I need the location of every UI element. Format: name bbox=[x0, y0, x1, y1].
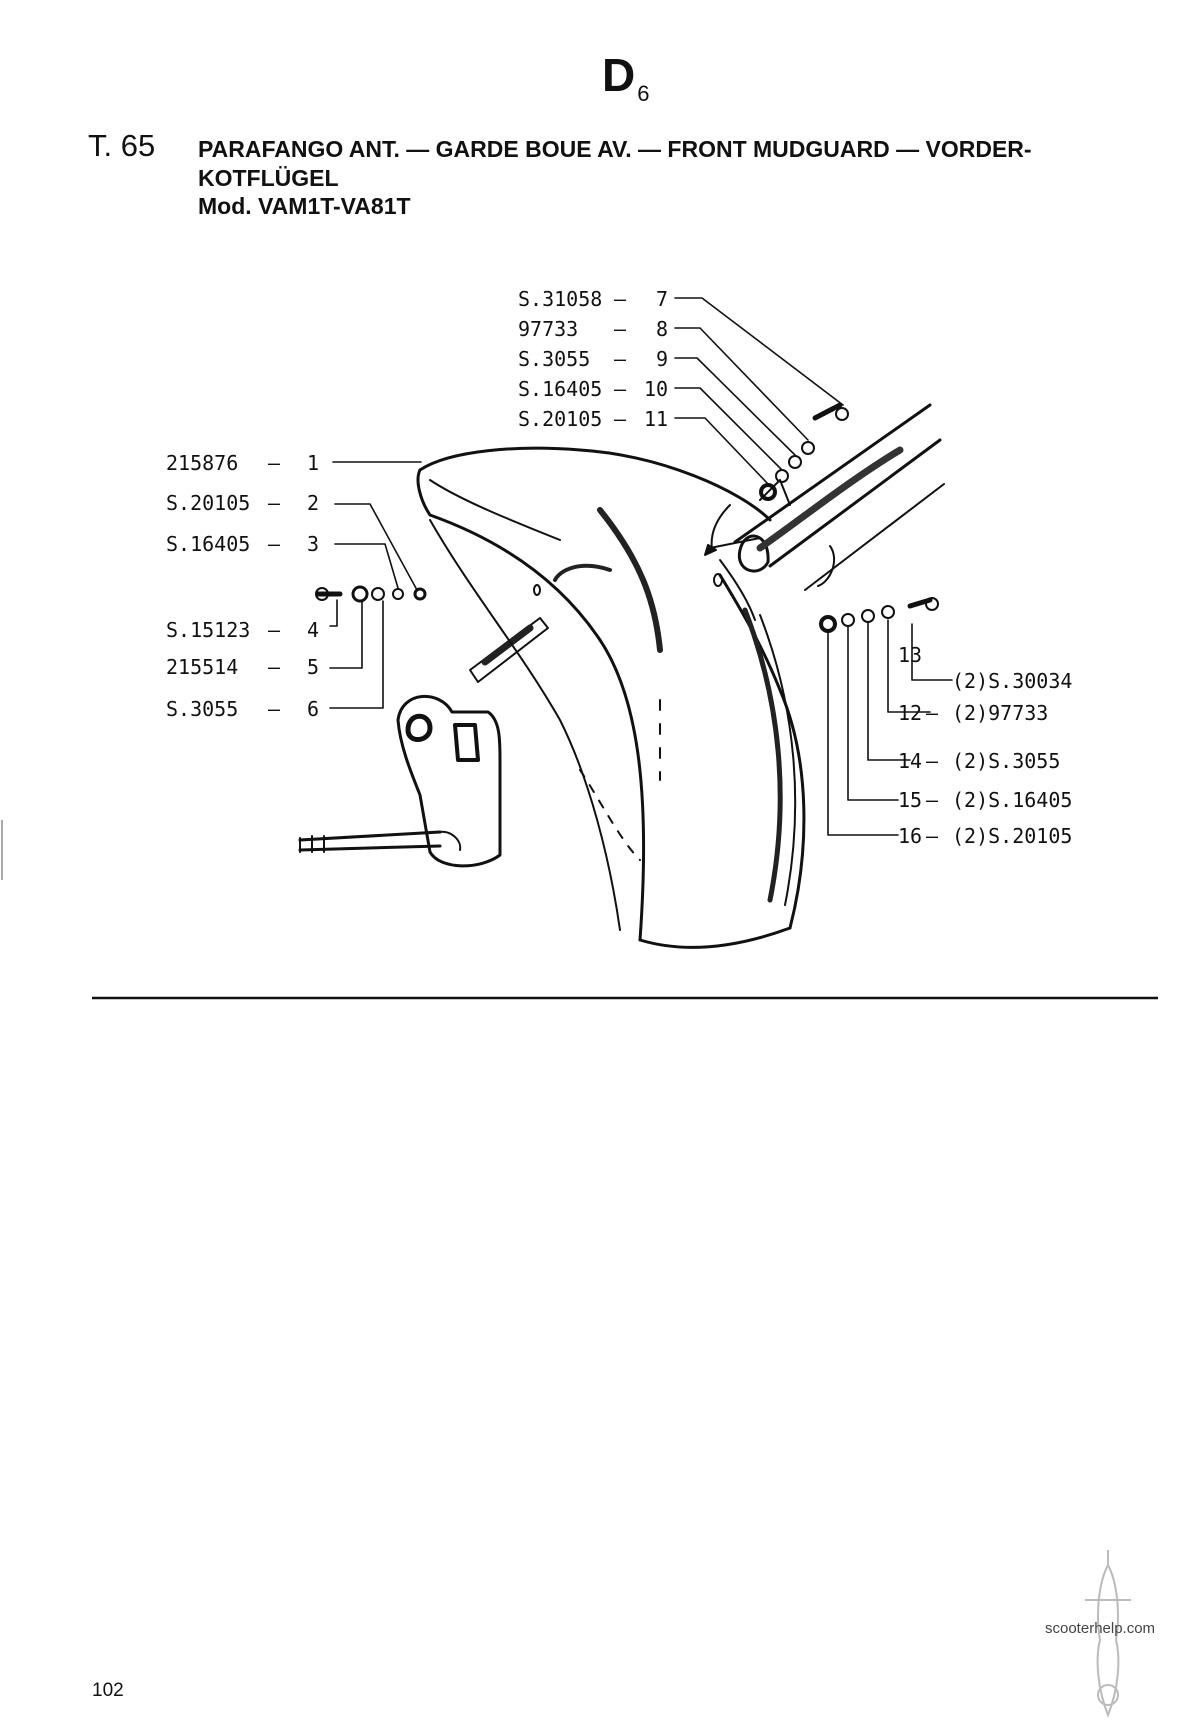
model-line: Mod. VAM1T-VA81T bbox=[198, 193, 411, 219]
callout-16-dash: — bbox=[926, 824, 939, 848]
callout-12-dash: — bbox=[926, 701, 939, 725]
callout-7-number: 7 bbox=[656, 287, 668, 311]
callout-4-code: S.15123 bbox=[166, 618, 250, 642]
scooter-watermark-icon bbox=[1085, 1550, 1131, 1718]
callout-10-dash: — bbox=[614, 377, 627, 401]
callout-8-dash: — bbox=[614, 317, 627, 341]
watermark-text: scooterhelp.com bbox=[1045, 1620, 1156, 1637]
callout-3-code: S.16405 bbox=[166, 532, 250, 556]
section-letter: D bbox=[602, 49, 636, 101]
section-code: D6 bbox=[602, 49, 649, 105]
small-hardware-drawing bbox=[315, 402, 939, 633]
callout-9-dash: — bbox=[614, 347, 627, 371]
callout-8-number: 8 bbox=[656, 317, 668, 341]
callout-15-number: 15 bbox=[898, 788, 922, 812]
callout-9-code: S.3055 bbox=[518, 347, 590, 371]
title-line-2: KOTFLÜGEL bbox=[198, 165, 339, 191]
callout-2-dash: — bbox=[268, 491, 281, 515]
callout-3-number: 3 bbox=[307, 532, 319, 556]
callout-15-dash: — bbox=[926, 788, 939, 812]
callout-7-code: S.31058 bbox=[518, 287, 602, 311]
callout-2-code: S.20105 bbox=[166, 491, 250, 515]
callout-1-code: 215876 bbox=[166, 451, 238, 475]
callout-6-number: 6 bbox=[307, 697, 319, 721]
callout-5-code: 215514 bbox=[166, 655, 238, 679]
callout-7-dash: — bbox=[614, 287, 627, 311]
callout-6-code: S.3055 bbox=[166, 697, 238, 721]
callout-13-number: 13 bbox=[898, 643, 922, 667]
callout-12-code: (2)97733 bbox=[952, 701, 1048, 725]
callout-16-code: (2)S.20105 bbox=[952, 824, 1072, 848]
callout-5-dash: — bbox=[268, 655, 281, 679]
callout-4-dash: — bbox=[268, 618, 281, 642]
callout-16-number: 16 bbox=[898, 824, 922, 848]
leader-lines bbox=[329, 297, 953, 836]
callout-10-number: 10 bbox=[644, 377, 668, 401]
callout-1-number: 1 bbox=[307, 451, 319, 475]
link-arm-drawing bbox=[298, 617, 549, 868]
callout-14-code: (2)S.3055 bbox=[952, 749, 1060, 773]
callout-9-number: 9 bbox=[656, 347, 668, 371]
callout-15-code: (2)S.16405 bbox=[952, 788, 1072, 812]
callout-1-dash: — bbox=[268, 451, 281, 475]
callout-12-number: 12 bbox=[898, 701, 922, 725]
callout-13-code: (2)S.30034 bbox=[952, 669, 1072, 693]
callout-4-number: 4 bbox=[307, 618, 319, 642]
callout-5-number: 5 bbox=[307, 655, 319, 679]
callout-14-dash: — bbox=[926, 749, 939, 773]
callout-6-dash: — bbox=[268, 697, 281, 721]
callout-11-code: S.20105 bbox=[518, 407, 602, 431]
callout-2-number: 2 bbox=[307, 491, 319, 515]
callout-11-dash: — bbox=[614, 407, 627, 431]
mudguard-drawing bbox=[416, 446, 806, 949]
title-line-1: PARAFANGO ANT. — GARDE BOUE AV. — FRONT … bbox=[198, 136, 1032, 162]
callout-3-dash: — bbox=[268, 532, 281, 556]
callout-8-code: 97733 bbox=[518, 317, 578, 341]
table-number: T. 65 bbox=[88, 128, 156, 163]
callout-10-code: S.16405 bbox=[518, 377, 602, 401]
page-number: 102 bbox=[92, 1680, 124, 1701]
callout-14-number: 14 bbox=[898, 749, 922, 773]
callout-11-number: 11 bbox=[644, 407, 668, 431]
section-index: 6 bbox=[637, 81, 650, 106]
